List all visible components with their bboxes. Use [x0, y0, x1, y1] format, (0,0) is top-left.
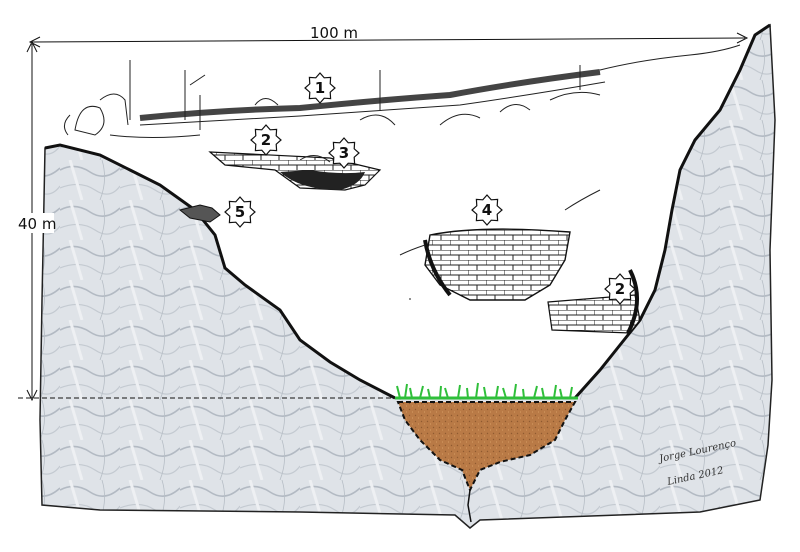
marker-star-icon [250, 124, 282, 156]
marker-label: 5 [235, 203, 245, 221]
dimension-width [28, 32, 749, 48]
soil-fill [396, 401, 577, 493]
marker-3: 3 [328, 137, 360, 169]
marker-1: 1 [304, 72, 336, 104]
marker-5: 5 [224, 196, 256, 228]
grass-strip [395, 382, 578, 400]
pit-outline [44, 23, 771, 400]
marker-star-icon [328, 137, 360, 169]
marker-star-icon [604, 273, 636, 305]
stone-wall-lower-right [547, 269, 641, 334]
marker-star-icon [224, 196, 256, 228]
depth-label-bg [16, 213, 54, 233]
marker-2: 2 [250, 124, 282, 156]
marker-2-right: 2 [604, 273, 636, 305]
depth-label: 40 m [18, 215, 56, 233]
marker-star-icon [304, 72, 336, 104]
marker-label: 4 [482, 201, 492, 219]
marker-4: 4 [471, 194, 503, 226]
marker-label: 2 [261, 131, 271, 149]
marker-label: 2 [615, 280, 625, 298]
width-label: 100 m [310, 24, 358, 42]
marker-star-icon [471, 194, 503, 226]
stone-wall-central [399, 189, 601, 301]
marker-label: 3 [339, 144, 349, 162]
background-sketch [64, 44, 741, 138]
marker-layer: 1 2 3 4 5 2 [224, 72, 636, 305]
bottom-crack [467, 489, 472, 523]
outcrop-5 [178, 204, 221, 223]
marker-label: 1 [315, 79, 325, 97]
